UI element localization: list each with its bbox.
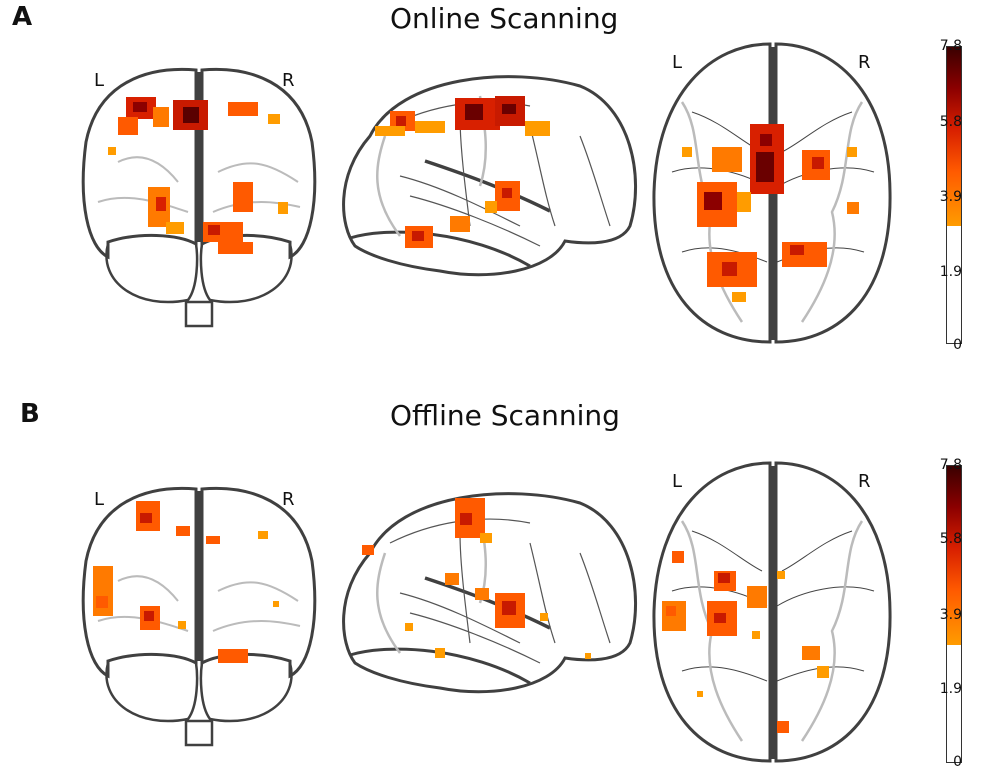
colorbar-tick-1-9-a: 1.9 bbox=[939, 264, 962, 280]
panel-label-b: B bbox=[20, 399, 40, 429]
sagittal-brain-b bbox=[342, 492, 637, 694]
colorbar-gradient-a bbox=[946, 46, 962, 344]
axial-right-label-b: R bbox=[858, 471, 871, 492]
activation-clusters-sagittal-b bbox=[362, 498, 591, 659]
sagittal-view-a bbox=[330, 66, 640, 296]
axial-view-a: L R bbox=[652, 42, 892, 347]
axial-left-label-b: L bbox=[672, 471, 683, 492]
coronal-view-a: L R bbox=[78, 62, 323, 332]
colorbar-tick-min-a: 0 bbox=[953, 337, 962, 353]
activation-clusters-coronal-a bbox=[108, 97, 288, 254]
colorbar-gradient-b bbox=[946, 465, 962, 763]
colorbar-tick-min-b: 0 bbox=[953, 754, 962, 770]
coronal-right-label-b: R bbox=[282, 489, 295, 510]
activation-clusters-sagittal-a bbox=[375, 96, 550, 248]
coronal-left-label-b: L bbox=[94, 489, 105, 510]
activation-clusters-axial-b bbox=[662, 551, 829, 733]
axial-view-b: L R bbox=[652, 461, 892, 766]
coronal-brain-a bbox=[81, 67, 317, 328]
sagittal-view-b bbox=[330, 483, 640, 713]
colorbar-tick-1-9-b: 1.9 bbox=[939, 681, 962, 697]
axial-left-label-a: L bbox=[672, 52, 683, 73]
colorbar-tick-5-8-b: 5.8 bbox=[939, 531, 962, 547]
axial-right-label-a: R bbox=[858, 52, 871, 73]
coronal-left-label-a: L bbox=[94, 70, 105, 91]
axial-brain-a bbox=[652, 42, 892, 344]
panel-online-scanning: A Online Scanning L R bbox=[0, 0, 1000, 388]
coronal-brain-b bbox=[81, 486, 317, 747]
panel-label-a: A bbox=[12, 2, 33, 32]
panel-offline-scanning: B Offline Scanning L R bbox=[0, 389, 1000, 777]
colorbar-tick-3-9-b: 3.9 bbox=[939, 607, 962, 623]
colorbar-tick-max-b: 7.8 bbox=[939, 457, 962, 473]
colorbar-tick-5-8-a: 5.8 bbox=[939, 114, 962, 130]
panel-title-offline: Offline Scanning bbox=[390, 399, 620, 432]
sagittal-brain-a bbox=[342, 75, 637, 277]
panel-title-online: Online Scanning bbox=[390, 2, 619, 35]
coronal-right-label-a: R bbox=[282, 70, 295, 91]
coronal-view-b: L R bbox=[78, 481, 323, 751]
axial-brain-b bbox=[652, 461, 892, 763]
activation-clusters-axial-a bbox=[682, 124, 859, 302]
activation-clusters-coronal-b bbox=[93, 501, 279, 663]
colorbar-tick-max-a: 7.8 bbox=[939, 38, 962, 54]
colorbar-tick-3-9-a: 3.9 bbox=[939, 189, 962, 205]
